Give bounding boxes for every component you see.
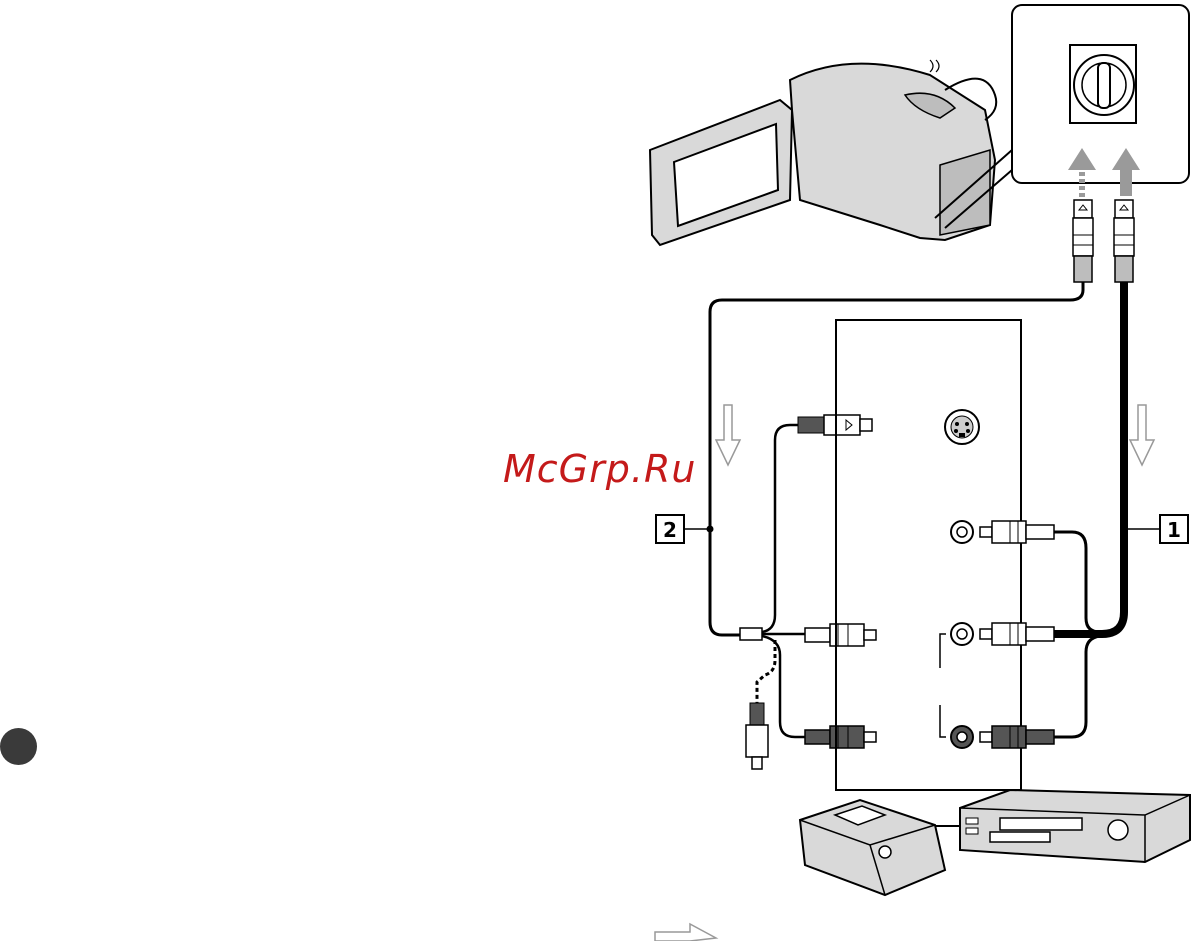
input-panel bbox=[836, 320, 1021, 790]
dvd-writer-icon bbox=[800, 800, 945, 895]
rca-plug-icon bbox=[746, 703, 768, 769]
vcr-icon bbox=[960, 790, 1190, 862]
rca-plug-icon bbox=[805, 624, 876, 646]
rca-plug-icon bbox=[980, 726, 1054, 748]
a-v-plug-icon bbox=[1114, 200, 1134, 282]
cable-1-line bbox=[1054, 282, 1124, 737]
signal-arrow-icon bbox=[716, 405, 740, 465]
cable-2-label-text: 2 bbox=[663, 518, 677, 542]
camcorder-icon bbox=[650, 60, 996, 245]
cable-label-2: 2 bbox=[656, 515, 714, 543]
rca-plug-icon bbox=[805, 726, 876, 748]
rca-plug-icon bbox=[980, 521, 1054, 543]
rca-jack-icon bbox=[951, 521, 973, 543]
watermark-text: McGrp.Ru bbox=[503, 447, 696, 491]
cable-2-line bbox=[710, 282, 1083, 635]
a-v-remote-jack-icon bbox=[1070, 45, 1136, 123]
signal-arrow-icon bbox=[655, 924, 716, 941]
a-v-plug-icon bbox=[1073, 200, 1093, 282]
cable-1-label-text: 1 bbox=[1167, 518, 1181, 542]
s-video-jack-icon bbox=[945, 410, 979, 444]
cable-splitter bbox=[740, 628, 762, 640]
rca-jack-icon bbox=[951, 726, 973, 748]
rca-jack-icon bbox=[951, 623, 973, 645]
signal-arrow-icon bbox=[1130, 405, 1154, 465]
cable-label-1: 1 bbox=[1121, 515, 1189, 543]
rca-plug-icon bbox=[980, 623, 1054, 645]
